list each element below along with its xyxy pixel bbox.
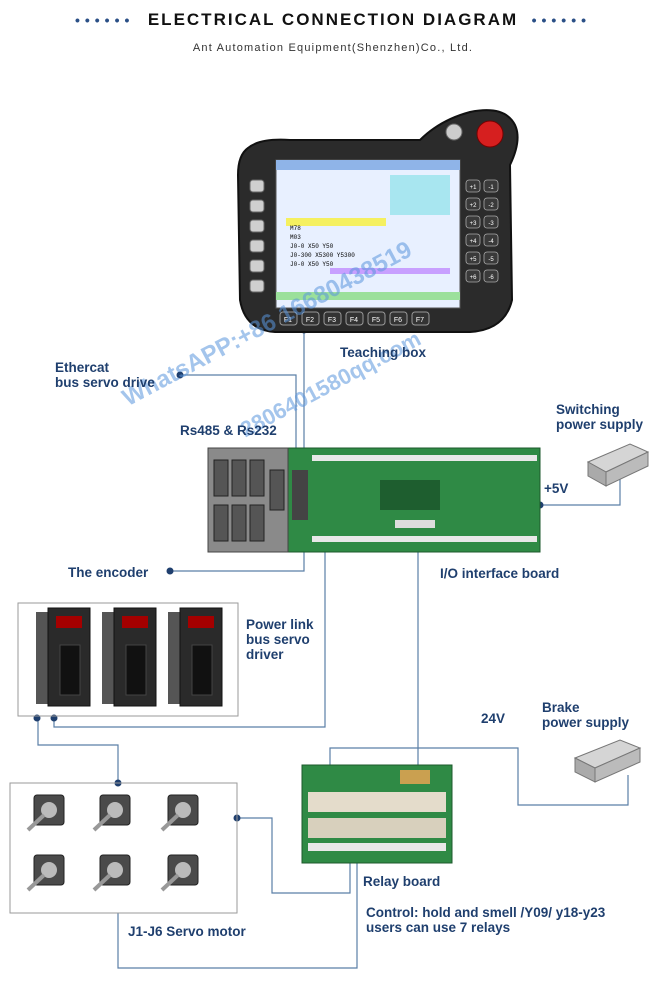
f2-key: F2 xyxy=(306,317,314,324)
axis-key: -2 xyxy=(488,203,494,209)
connection-lines xyxy=(37,330,629,969)
axis-key: -3 xyxy=(488,221,494,227)
label-24v: 24V xyxy=(481,711,506,726)
axis-key: -1 xyxy=(488,185,494,191)
screen-line: J0-0 X50 Y50 xyxy=(290,261,334,268)
axis-key: +4 xyxy=(470,239,478,245)
company-subtitle: Ant Automation Equipment(Shenzhen)Co., L… xyxy=(192,42,474,54)
label-power-link: Power link bus servo driver xyxy=(246,617,314,662)
line-motor-relay xyxy=(237,817,351,894)
f5-key: F5 xyxy=(372,317,380,324)
servo-drivers xyxy=(17,602,239,717)
left-keys xyxy=(249,179,265,293)
line-relay-return xyxy=(117,862,358,969)
line-driver-motor xyxy=(37,716,119,783)
axis-key: +2 xyxy=(470,203,478,209)
f3-key: F3 xyxy=(328,317,336,324)
label-brake-ps: Brake power supply xyxy=(542,700,630,730)
function-keys xyxy=(279,311,430,326)
label-servo-motor: J1-J6 Servo motor xyxy=(128,924,246,939)
label-5v: +5V xyxy=(544,481,569,496)
label-teaching-box: Teaching box xyxy=(340,345,427,360)
label-rs485: Rs485 & Rs232 xyxy=(180,423,277,438)
line-brake-ps xyxy=(329,747,629,806)
label-control: Control: hold and smell /Y09/ y18-y23 us… xyxy=(366,905,606,935)
label-switching-ps: Switching power supply xyxy=(556,402,644,432)
controller-board xyxy=(207,447,541,553)
axis-key: +3 xyxy=(470,221,478,227)
servo-motors xyxy=(9,782,238,914)
label-relay-board: Relay board xyxy=(363,874,441,889)
label-io-board: I/O interface board xyxy=(440,566,560,581)
axis-key: +1 xyxy=(470,185,478,191)
screen-line: M03 xyxy=(290,234,301,241)
axis-keys xyxy=(465,179,499,283)
header-dots-right: •••••• xyxy=(531,12,592,28)
axis-key: -6 xyxy=(488,275,494,281)
f1-key: F1 xyxy=(284,317,292,324)
screen-text: M78 M03 J0-0 X50 Y50 J0-300 X5300 Y5300 … xyxy=(290,225,355,268)
teaching-pendant xyxy=(236,109,519,333)
axis-key: +6 xyxy=(470,275,478,281)
screen-line: J0-300 X5300 Y5300 xyxy=(290,252,355,259)
line-5v xyxy=(540,470,621,506)
f4-key: F4 xyxy=(350,317,358,324)
axis-key: -4 xyxy=(488,239,494,245)
axis-key: -5 xyxy=(488,257,494,263)
axis-key: +5 xyxy=(470,257,478,263)
label-ethercat: Ethercat bus servo drive xyxy=(55,360,155,390)
brake-power-supply xyxy=(573,739,642,783)
switching-power-supply xyxy=(586,443,650,487)
emergency-stop-icon xyxy=(476,120,504,148)
f6-key: F6 xyxy=(394,317,402,324)
f7-key: F7 xyxy=(416,317,424,324)
diagram-header: •••••• ELECTRICAL CONNECTION DIAGRAM •••… xyxy=(0,10,666,30)
screen-line: J0-0 X50 Y50 xyxy=(290,243,334,250)
line-ethercat xyxy=(180,374,297,465)
diagram-title: ELECTRICAL CONNECTION DIAGRAM xyxy=(147,10,519,29)
screen-line: M78 xyxy=(290,225,301,232)
label-encoder: The encoder xyxy=(68,565,149,580)
header-dots-left: •••••• xyxy=(74,12,135,28)
relay-board xyxy=(301,764,453,864)
